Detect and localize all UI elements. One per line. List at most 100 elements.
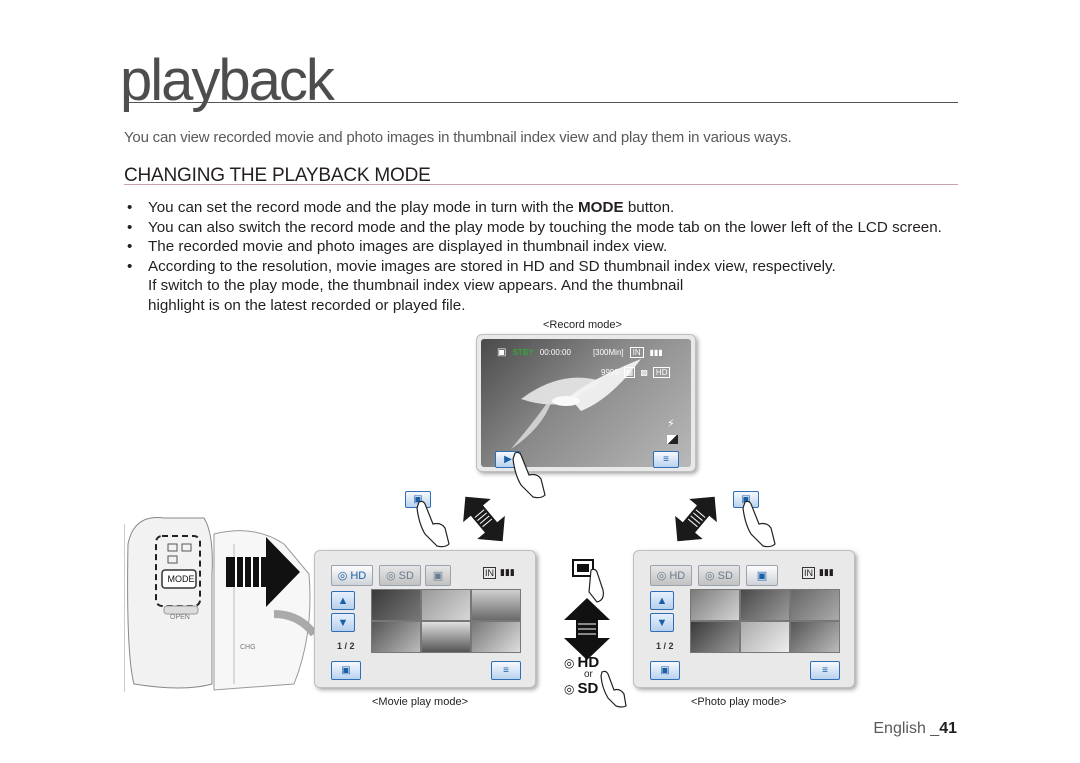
hd-tab[interactable]: ◎HD — [331, 565, 373, 586]
photo-tab[interactable]: ▣ — [425, 565, 451, 586]
battery-icon: ▮▮▮ — [500, 567, 515, 577]
open-label: OPEN — [170, 614, 190, 621]
camcorder-icon: ▣ — [341, 665, 351, 676]
thumbnail-flower[interactable] — [371, 589, 421, 621]
menu-icon: ≡ — [503, 665, 509, 676]
film-reel-icon: ◎ — [705, 570, 715, 582]
title-rule — [124, 102, 958, 103]
chevron-down-icon: ▼ — [656, 616, 668, 629]
finger-pointer-icon — [600, 670, 627, 708]
photo-play-screen: ◎HD ◎SD ▣ IN ▮▮▮ ▲ ▼ 1 / 2 ▣ ≡ — [633, 550, 855, 688]
thumbnail-birds[interactable] — [421, 589, 471, 621]
scroll-down-button[interactable]: ▼ — [650, 613, 674, 632]
bullet-list: You can set the record mode and the play… — [124, 198, 974, 315]
menu-button[interactable]: ≡ — [491, 661, 521, 680]
camcorder-icon: ▣ — [741, 494, 751, 505]
page-title: playback — [120, 48, 335, 113]
sd-label: ◎SD — [564, 680, 599, 697]
thumbnail-dog[interactable] — [371, 621, 421, 653]
thumbnail-tulips[interactable] — [790, 621, 840, 653]
swap-arrow-right-icon — [675, 496, 717, 542]
thumbnail-puppy[interactable] — [740, 621, 790, 653]
bullet-continuation: If switch to the play mode, the thumbnai… — [148, 277, 684, 314]
record-status-bar: ▣ STBY 00:00:00 [300Min] IN ▮▮▮ — [497, 347, 663, 358]
camcorder-icon: ▣ — [660, 665, 670, 676]
status-icons: IN ▮▮▮ — [802, 567, 834, 579]
thumbnail-cactus[interactable] — [790, 589, 840, 621]
movie-play-screen: ◎HD ◎SD ▣ IN ▮▮▮ ▲ ▼ 1 / 2 ▣ ≡ — [314, 550, 536, 688]
mode-tab-button[interactable]: ▣ — [331, 661, 361, 680]
bullet-item: You can also switch the record mode and … — [124, 218, 974, 238]
record-screen: ▣ STBY 00:00:00 [300Min] IN ▮▮▮ 9999 ▦ ▩… — [476, 334, 696, 499]
hd-label: ◎HD — [564, 654, 600, 671]
sd-tab[interactable]: ◎SD — [698, 565, 740, 586]
thumbnail-seagull[interactable] — [690, 589, 740, 621]
page-footer: English _41 — [873, 720, 957, 738]
movie-mode-caption: <Movie play mode> — [372, 696, 468, 708]
film-reel-icon: ◎ — [337, 570, 348, 582]
scroll-up-button[interactable]: ▲ — [650, 591, 674, 610]
bullet-item: According to the resolution, movie image… — [124, 257, 974, 316]
photo-icon: ▣ — [432, 570, 444, 582]
intro-text: You can view recorded movie and photo im… — [124, 129, 792, 146]
thumbnail-flower[interactable] — [690, 621, 740, 653]
chg-label: CHG — [240, 644, 256, 651]
finger-pointer-icon — [512, 451, 546, 499]
remaining-time: [300Min] — [592, 348, 624, 357]
finger-pointer-icon — [742, 500, 776, 548]
photo-count: 9999 — [601, 368, 619, 377]
camcorder-icon: ▣ — [497, 347, 507, 358]
bullet-item: You can set the record mode and the play… — [124, 198, 974, 218]
storage-internal-icon: IN — [483, 567, 496, 579]
mode-button-label: MODE — [167, 574, 195, 584]
or-label: or — [584, 669, 593, 680]
page-number: 41 — [939, 720, 957, 737]
storage-internal-icon: IN — [802, 567, 815, 579]
record-preview-image — [481, 339, 691, 467]
film-reel-icon: ◎ — [564, 655, 575, 670]
big-right-arrow-icon — [226, 537, 300, 607]
seagull-image — [511, 359, 641, 449]
photo-tab[interactable]: ▣ — [746, 565, 778, 586]
sd-tab[interactable]: ◎SD — [379, 565, 421, 586]
page-indicator: 1 / 2 — [337, 641, 355, 651]
section-rule — [124, 184, 958, 185]
menu-icon: ≡ — [822, 665, 828, 676]
storage-internal-icon: IN — [629, 347, 644, 358]
thumbnail-seagull[interactable] — [471, 621, 521, 653]
camcorder-icon: ▣ — [413, 494, 423, 505]
flash-icon: ⚡ — [667, 418, 675, 430]
record-mode-caption: <Record mode> — [543, 319, 622, 331]
chevron-down-icon: ▼ — [337, 616, 349, 629]
scroll-up-button[interactable]: ▲ — [331, 591, 355, 610]
menu-button[interactable]: ≡ — [810, 661, 840, 680]
chevron-up-icon: ▲ — [337, 594, 349, 607]
resolution-icon: ▦ — [623, 367, 636, 378]
menu-button[interactable]: ≡ — [653, 451, 679, 468]
photo-mode-icon — [571, 556, 604, 603]
quality-icon: ▩ — [640, 368, 648, 377]
battery-icon: ▮▮▮ — [819, 567, 834, 577]
footer-language: English _ — [873, 720, 940, 737]
thumbnail-landscape[interactable] — [471, 589, 521, 621]
bullet-item: The recorded movie and photo images are … — [124, 237, 974, 257]
swap-arrow-left-icon — [463, 496, 505, 542]
photo-icon: ▣ — [756, 570, 768, 582]
thumbnail-flowers[interactable] — [740, 589, 790, 621]
film-reel-icon: ◎ — [386, 570, 396, 582]
hd-tab[interactable]: ◎HD — [650, 565, 692, 586]
finger-pointer-icon — [416, 500, 450, 548]
thumbnail-beach[interactable] — [421, 621, 471, 653]
battery-icon: ▮▮▮ — [649, 348, 663, 357]
hd-quality-badge: HD — [652, 367, 671, 378]
mode-tab-button[interactable]: ▣ — [650, 661, 680, 680]
play-mode-icon: ▶ — [504, 454, 512, 465]
status-icons: IN ▮▮▮ — [483, 567, 515, 579]
menu-icon: ≡ — [663, 454, 669, 465]
page-indicator: 1 / 2 — [656, 641, 674, 651]
mode-keyword: MODE — [578, 199, 624, 216]
scroll-down-button[interactable]: ▼ — [331, 613, 355, 632]
chevron-up-icon: ▲ — [656, 594, 668, 607]
photo-tab-icon — [572, 559, 604, 603]
stby-label: STBY — [512, 348, 534, 357]
